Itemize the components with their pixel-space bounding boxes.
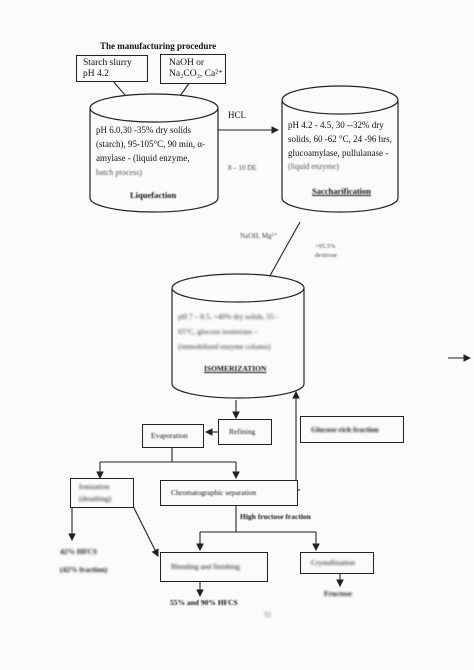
- glucose-rich-box: Glucose rich fraction: [300, 416, 404, 443]
- saccharification-line-3: glucoamylase, pullulanase -: [288, 148, 389, 158]
- glucose-rich-label: Glucose rich fraction: [311, 425, 379, 434]
- liquefaction-line-2: (starch), 95-105°C, 90 min, α-: [96, 139, 206, 149]
- refining-box: Refining: [218, 419, 272, 445]
- fructose-label: Fructose: [324, 589, 352, 598]
- liquefaction-line-1: pH 6.0,30 -35% dry solids: [96, 125, 191, 135]
- refining-label: Refining: [229, 427, 256, 436]
- starch-slurry-box: Starch slurry pH 4.2: [76, 55, 148, 82]
- hfcs-42-label: 42% HFCS: [60, 547, 97, 556]
- ionization-line-2: (desalting): [79, 494, 112, 503]
- high-fructose-label: High fructose fraction: [240, 512, 311, 521]
- isomerization-label: ISOMERIZATION: [204, 364, 267, 373]
- hfcs-42-fraction: (42% fraction): [60, 565, 108, 574]
- ionization-box: Ionization (desalting): [70, 478, 134, 508]
- saccharification-line-2: solids, 60 -62 °C, 24 -96 hrs,: [288, 134, 392, 144]
- ionization-line-1: Ionization: [79, 482, 110, 491]
- chromatographic-separation-box: Chromatographic separation: [160, 480, 298, 506]
- evaporation-label: Evaporation: [151, 431, 188, 440]
- blending-label: Blending and finishing: [171, 562, 240, 571]
- dextrose-line-1: >95.5%: [315, 243, 336, 250]
- starch-line-2: pH 4.2: [83, 69, 109, 79]
- alkali-box: NaOH or Na₂CO₃, Ca²⁺: [160, 54, 226, 84]
- dextrose-line-2: dextrose: [315, 252, 338, 259]
- liquefaction-tank-shape: [89, 93, 219, 213]
- de-note: 8 – 10 DE: [228, 164, 257, 172]
- saccharification-line-4: (liquid enzyme): [288, 162, 339, 171]
- hcl-label: HCL: [228, 110, 246, 120]
- saccharification-label: Saccharification: [312, 186, 372, 196]
- isomerization-tank-shape: [171, 273, 305, 399]
- liquefaction-line-3: amylase - (liquid enzyme,: [96, 153, 190, 163]
- crystallization-box: Crystallization: [300, 552, 374, 574]
- diagram-title: The manufacturing procedure: [100, 41, 217, 51]
- hfcs-55-90-label: 55% and 90% HFCS: [170, 598, 238, 607]
- isomerization-line-3: (immobilized enzyme column): [178, 342, 271, 351]
- saccharification-tank-shape: [281, 85, 399, 213]
- naoh-mg-label: NaOH, Mg²⁺: [240, 232, 278, 240]
- alkali-line-1: NaOH or: [169, 58, 205, 68]
- isomerization-line-2: 65°C, glucose isomerase –: [178, 327, 258, 336]
- starch-line-1: Starch slurry: [83, 58, 132, 68]
- saccharification-line-1: pH 4.2 - 4.5, 30 --32% dry: [288, 120, 384, 130]
- chromatographic-label: Chromatographic separation: [171, 488, 257, 497]
- crystallization-label: Crystallization: [311, 558, 356, 567]
- blending-box: Blending and finishing: [160, 552, 268, 582]
- liquefaction-line-4: batch process): [96, 168, 142, 177]
- isomerization-line-1: pH 7 – 8.5, >40% dry solids, 55 -: [178, 312, 279, 321]
- liquefaction-label: Liquefaction: [130, 190, 177, 200]
- page-number: 55: [264, 611, 271, 619]
- alkali-line-2: Na₂CO₃, Ca²⁺: [169, 69, 224, 79]
- evaporation-box: Evaporation: [142, 424, 204, 448]
